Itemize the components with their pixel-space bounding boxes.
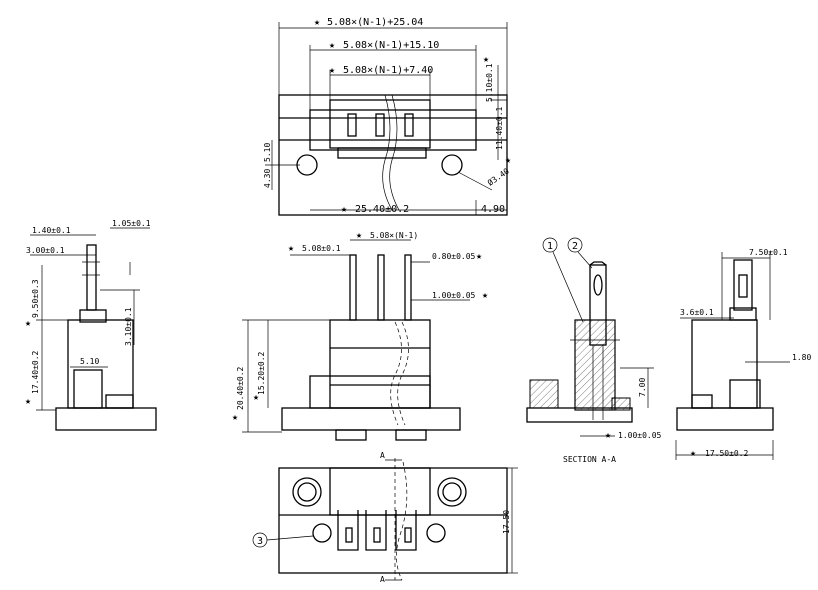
dim-front-0-80-star: ★ bbox=[476, 251, 482, 262]
dim-top-overall: 5.08×(N-1)+25.04 bbox=[327, 17, 423, 28]
mount-hole-right bbox=[441, 154, 463, 176]
dim-right-17-50: 17.50±0.2 bbox=[705, 449, 749, 458]
left-base bbox=[55, 407, 157, 431]
dim-bottom-4-90: 4.90 bbox=[481, 204, 505, 215]
section-pin bbox=[589, 264, 607, 346]
dim-bottom-25-40: 25.40±0.2 bbox=[355, 204, 409, 215]
dim-front-1-00: 1.00±0.05 bbox=[432, 291, 476, 300]
bottom-screw-right bbox=[426, 523, 446, 543]
section-view bbox=[526, 237, 654, 437]
dim-front-20-40-star: ★ bbox=[232, 412, 238, 423]
dim-top-inner: 5.08×(N-1)+7.40 bbox=[343, 65, 433, 76]
top-base-outline bbox=[278, 94, 508, 216]
dim-front-pitch-star: ★ bbox=[288, 243, 294, 254]
dim-front-pitch: 5.08±0.1 bbox=[302, 244, 341, 253]
dim-side-3-10: 3.10±0.1 bbox=[124, 307, 133, 346]
right-body bbox=[691, 319, 758, 409]
right-pin bbox=[733, 259, 753, 311]
dim-bottom-17-50: 17.50 bbox=[502, 510, 511, 534]
dim-sect-7-00: 7.00 bbox=[638, 378, 647, 397]
dim-right-7-50: 7.50±0.1 bbox=[749, 248, 788, 257]
dim-side-1-05: 1.05±0.1 bbox=[112, 219, 151, 228]
dim-side-17-40: 17.40±0.2 bbox=[31, 350, 40, 394]
dim-front-20-40: 20.40±0.2 bbox=[236, 366, 245, 410]
front-pin-2 bbox=[377, 254, 385, 321]
dim-front-pitch-n-star: ★ bbox=[356, 230, 362, 241]
bottom-screw-left bbox=[312, 523, 332, 543]
dim-top-overall-star: ★ bbox=[314, 17, 320, 28]
dim-side-5-10: 5.10 bbox=[80, 357, 99, 366]
dim-top-inner-star: ★ bbox=[329, 65, 335, 76]
bottom-hole-left bbox=[292, 477, 322, 507]
top-view bbox=[265, 22, 508, 216]
dim-left-4-30: 4.30 bbox=[263, 169, 272, 188]
section-label: SECTION A-A bbox=[563, 455, 616, 464]
dim-top-11-40: 11.40±0.1 bbox=[495, 106, 504, 150]
dim-right-3-6: 3.6±0.1 bbox=[680, 308, 714, 317]
section-body bbox=[574, 319, 616, 411]
dim-top-star-11: ★ bbox=[505, 155, 511, 166]
dim-front-15-20-star: ★ bbox=[253, 392, 259, 403]
dim-sect-1-00: 1.00±0.05 bbox=[618, 431, 662, 440]
bottom-outline bbox=[278, 467, 508, 574]
dim-right-17-50-star: ★ bbox=[690, 448, 696, 459]
callout-1: 1 bbox=[547, 241, 553, 252]
callout-2: 2 bbox=[572, 241, 578, 252]
left-side-view bbox=[30, 227, 157, 431]
front-body bbox=[329, 319, 431, 409]
dim-right-1-80: 1.80 bbox=[792, 353, 811, 362]
bottom-view bbox=[252, 458, 518, 581]
top-housing bbox=[309, 109, 477, 151]
left-pin bbox=[86, 244, 97, 311]
dim-front-pitch-n: 5.08×(N-1) bbox=[370, 231, 418, 240]
section-mark-top: A bbox=[380, 451, 385, 460]
dim-side-9-50-star: ★ bbox=[25, 318, 31, 329]
top-plug-body bbox=[329, 99, 431, 149]
pin-slot-1 bbox=[347, 113, 357, 137]
bottom-hole-right bbox=[437, 477, 467, 507]
right-base bbox=[676, 407, 774, 431]
dim-top-5-10: 5.10±0.1 bbox=[485, 63, 494, 102]
dim-side-1-40: 1.40±0.1 bbox=[32, 226, 71, 235]
dim-top-mid: 5.08×(N-1)+15.10 bbox=[343, 40, 439, 51]
dim-front-15-20: 15.20±0.2 bbox=[257, 351, 266, 395]
pin-slot-2 bbox=[375, 113, 385, 137]
dim-front-0-80: 0.80±0.05 bbox=[432, 252, 476, 261]
section-mark-bottom: A bbox=[380, 575, 385, 584]
front-pin-3 bbox=[404, 254, 412, 321]
dim-left-5-10: 5.10 bbox=[263, 143, 272, 162]
dim-top-star-right: ★ bbox=[483, 54, 489, 65]
front-pin-1 bbox=[349, 254, 357, 321]
front-base bbox=[281, 407, 461, 431]
right-side-view bbox=[675, 252, 790, 460]
dim-side-3-00: 3.00±0.1 bbox=[26, 246, 65, 255]
dim-side-9-50: 9.50±0.3 bbox=[31, 279, 40, 318]
callout-3: 3 bbox=[257, 536, 263, 547]
dim-sect-1-00-star: ★ bbox=[605, 430, 611, 441]
dim-side-17-40-star: ★ bbox=[25, 396, 31, 407]
pin-slot-3 bbox=[404, 113, 414, 137]
dim-front-1-00-star: ★ bbox=[482, 290, 488, 301]
dim-bottom-25-40-star: ★ bbox=[341, 204, 347, 215]
front-view bbox=[242, 239, 470, 441]
dim-top-mid-star: ★ bbox=[329, 40, 335, 51]
